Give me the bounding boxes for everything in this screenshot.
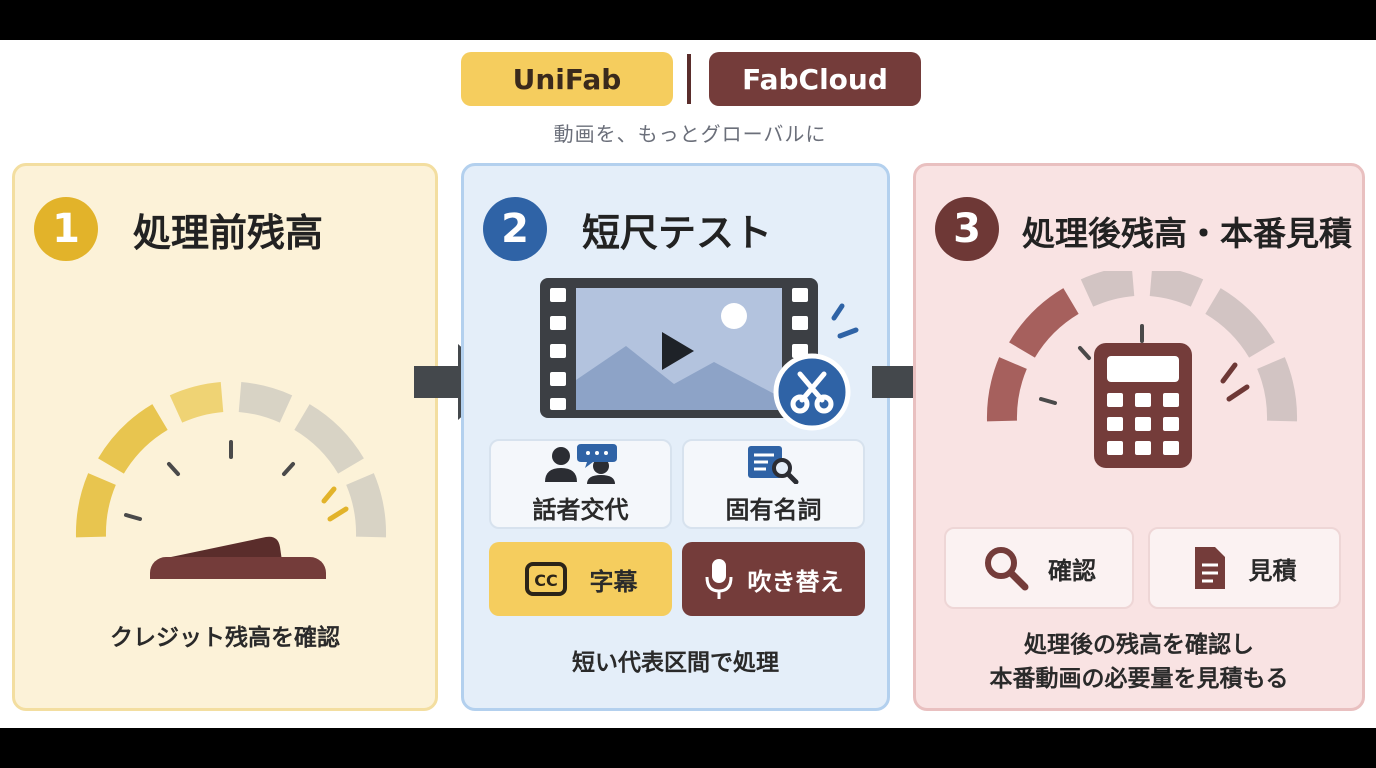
search-icon [982,544,1030,592]
dubbing-tile: 吹き替え [682,542,865,616]
step-1-caption: クレジット残高を確認 [110,625,340,651]
confirm-label: 確認 [1048,556,1096,585]
svg-text:CC: CC [534,571,557,590]
wallet-gauge-icon [66,279,396,579]
fabcloud-badge: FabCloud [709,52,921,106]
video-scissors-icon [534,274,864,434]
speaker-change-label: 話者交代 [532,495,629,524]
brand-divider [687,54,691,104]
step-3-number: 3 [935,197,999,261]
subtitles-tile: CC 字幕 [489,542,672,616]
calculator-gauge-icon [977,271,1307,521]
step-2-number: 2 [483,197,547,261]
step-2-caption: 短い代表区間で処理 [572,650,779,676]
cc-icon: CC [524,561,568,597]
speakers-chat-icon [541,443,621,484]
estimate-tile: 見積 [1148,527,1341,609]
step-3-caption-line2: 本番動画の必要量を見積もる [989,666,1289,692]
step-1-panel: 1 処理前残高 [12,163,438,711]
tagline: 動画を、もっとグローバルに [553,122,827,146]
step-3-caption-line1: 処理後の残高を確認し [1024,632,1254,658]
proper-noun-label: 固有名詞 [725,495,822,524]
step-1-title: 処理前残高 [133,211,324,255]
proper-noun-tile: 固有名詞 [682,439,865,529]
estimate-label: 見積 [1248,556,1297,585]
dubbing-label: 吹き替え [747,567,844,596]
document-search-icon [744,444,804,484]
step-3-panel: 3 処理後残高・本番見積 [913,163,1365,711]
speaker-change-tile: 話者交代 [489,439,672,529]
step-2-panel: 2 短尺テスト [461,163,890,711]
step-1-number: 1 [34,197,98,261]
unifab-label: UniFab [512,62,622,96]
document-icon [1193,545,1227,591]
fabcloud-label: FabCloud [742,62,888,96]
step-3-title: 処理後残高・本番見積 [1022,214,1352,253]
subtitles-label: 字幕 [589,567,638,596]
unifab-badge: UniFab [461,52,673,106]
step-2-title: 短尺テスト [582,211,773,255]
flow-canvas: UniFab FabCloud 動画を、もっとグローバルに 1 処理前残高 [0,40,1376,728]
confirm-tile: 確認 [944,527,1134,609]
microphone-icon [704,557,734,601]
